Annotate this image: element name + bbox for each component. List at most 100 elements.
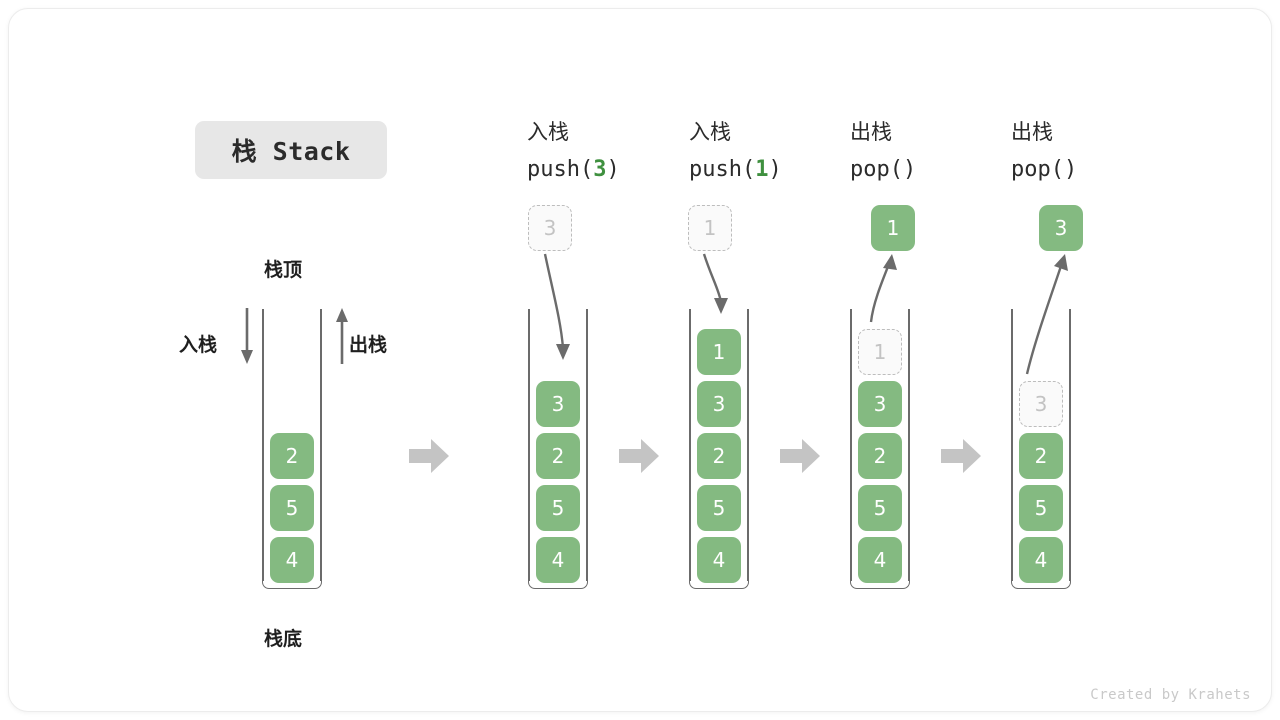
cell-value: 4	[712, 548, 726, 572]
floating-element-popped: 1	[871, 205, 915, 251]
stack-cell: 5	[858, 485, 902, 531]
stack-cell: 3	[697, 381, 741, 427]
diagram-card: 栈 Stack 2 5 4 栈顶 栈底 入栈 出栈	[8, 8, 1272, 712]
cell-value: 2	[712, 444, 726, 468]
stack-cell: 4	[270, 537, 314, 583]
step-op-label: 入栈	[527, 120, 569, 144]
stack-bottom-edge	[689, 571, 749, 589]
step-op-code: pop()	[850, 151, 916, 189]
cell-value: 5	[551, 496, 565, 520]
title-badge: 栈 Stack	[195, 121, 387, 179]
pop-side-label: 出栈	[349, 334, 388, 356]
stack-cell: 4	[1019, 537, 1063, 583]
op-code-suffix: )	[606, 157, 620, 182]
cell-value: 4	[1034, 548, 1048, 572]
cell-value: 2	[873, 444, 887, 468]
cell-value: 3	[873, 392, 887, 416]
cell-value: 3	[1054, 216, 1068, 240]
stack-cell: 2	[536, 433, 580, 479]
op-code-suffix: )	[768, 157, 782, 182]
step-op-code: pop()	[1011, 151, 1077, 189]
step-separator-arrow-icon	[409, 439, 449, 473]
push-motion-arrow-icon	[543, 253, 570, 360]
stack-bottom-edge	[850, 571, 910, 589]
op-code-suffix: )	[902, 157, 917, 182]
stack-cell: 1	[697, 329, 741, 375]
stack-cell: 2	[1019, 433, 1063, 479]
title-text: 栈 Stack	[231, 137, 351, 166]
stack-cell-ghost: 1	[858, 329, 902, 375]
cell-value: 1	[712, 340, 726, 364]
op-code-suffix: )	[1063, 157, 1078, 182]
pop-motion-arrow-icon	[1025, 254, 1068, 375]
stack-wall-right	[586, 309, 588, 581]
cell-value: 1	[873, 340, 887, 364]
stack-cell: 5	[697, 485, 741, 531]
cell-value: 1	[886, 216, 900, 240]
pop-up-arrow-icon	[336, 308, 348, 364]
pop-motion-arrow-icon	[869, 254, 897, 323]
stack-column-pop1: 1 3 2 5 4	[850, 309, 910, 589]
step-separator-arrow-icon	[941, 439, 981, 473]
stack-bottom-label: 栈底	[264, 628, 303, 650]
op-code-prefix: pop(	[1011, 157, 1064, 182]
stack-column-pop3: 3 2 5 4	[1011, 309, 1071, 589]
stack-wall-left	[850, 309, 852, 581]
stack-wall-left	[1011, 309, 1013, 581]
stack-cell: 2	[697, 433, 741, 479]
step-op-code: push(1)	[689, 151, 782, 189]
cell-value: 4	[873, 548, 887, 572]
cell-value: 2	[1034, 444, 1048, 468]
cell-value: 3	[551, 392, 565, 416]
cell-value: 5	[873, 496, 887, 520]
cell-value: 5	[285, 496, 299, 520]
floating-element-popped: 3	[1039, 205, 1083, 251]
stack-cell: 4	[858, 537, 902, 583]
stack-wall-right	[320, 309, 322, 581]
stack-cell: 2	[270, 433, 314, 479]
stack-bottom-edge	[528, 571, 588, 589]
cell-value: 2	[551, 444, 565, 468]
stack-cell: 3	[536, 381, 580, 427]
stack-wall-left	[689, 309, 691, 581]
op-code-prefix: pop(	[850, 157, 903, 182]
cell-value: 3	[1034, 392, 1048, 416]
footer-credit: Created by Krahets	[1090, 687, 1251, 703]
op-code-arg: 1	[755, 157, 769, 182]
stack-column-initial: 2 5 4	[262, 309, 322, 589]
stack-cell: 4	[697, 537, 741, 583]
stack-bottom-edge	[1011, 571, 1071, 589]
op-code-prefix: push(	[689, 157, 756, 182]
stack-cell: 5	[1019, 485, 1063, 531]
cell-value: 3	[712, 392, 726, 416]
cell-value: 1	[703, 216, 717, 240]
stack-top-label: 栈顶	[264, 259, 303, 281]
stack-cell: 5	[536, 485, 580, 531]
cell-value: 4	[551, 548, 565, 572]
stack-column-push1: 1 3 2 5 4	[689, 309, 749, 589]
stack-wall-left	[262, 309, 264, 581]
stack-column-push3: 3 2 5 4	[528, 309, 588, 589]
push-down-arrow-icon	[241, 308, 253, 364]
push-side-label: 入栈	[179, 334, 218, 356]
op-code-prefix: push(	[527, 157, 594, 182]
cell-value: 5	[1034, 496, 1048, 520]
step-op-code: push(3)	[527, 151, 620, 189]
op-code-arg: 3	[593, 157, 607, 182]
cell-value: 4	[285, 548, 299, 572]
step-separator-arrow-icon	[780, 439, 820, 473]
step-op-label: 入栈	[689, 120, 731, 144]
floating-element-ghost: 3	[528, 205, 572, 251]
push-motion-arrow-icon	[702, 253, 728, 314]
stack-cell-ghost: 3	[1019, 381, 1063, 427]
stack-wall-left	[528, 309, 530, 581]
stack-cell: 2	[858, 433, 902, 479]
diagram-stage: 栈 Stack 2 5 4 栈顶 栈底 入栈 出栈	[9, 9, 1271, 711]
cell-value: 3	[543, 216, 557, 240]
stack-bottom-edge	[262, 571, 322, 589]
floating-element-ghost: 1	[688, 205, 732, 251]
stack-wall-right	[747, 309, 749, 581]
step-separator-arrow-icon	[619, 439, 659, 473]
stack-cell: 4	[536, 537, 580, 583]
stack-cell: 3	[858, 381, 902, 427]
